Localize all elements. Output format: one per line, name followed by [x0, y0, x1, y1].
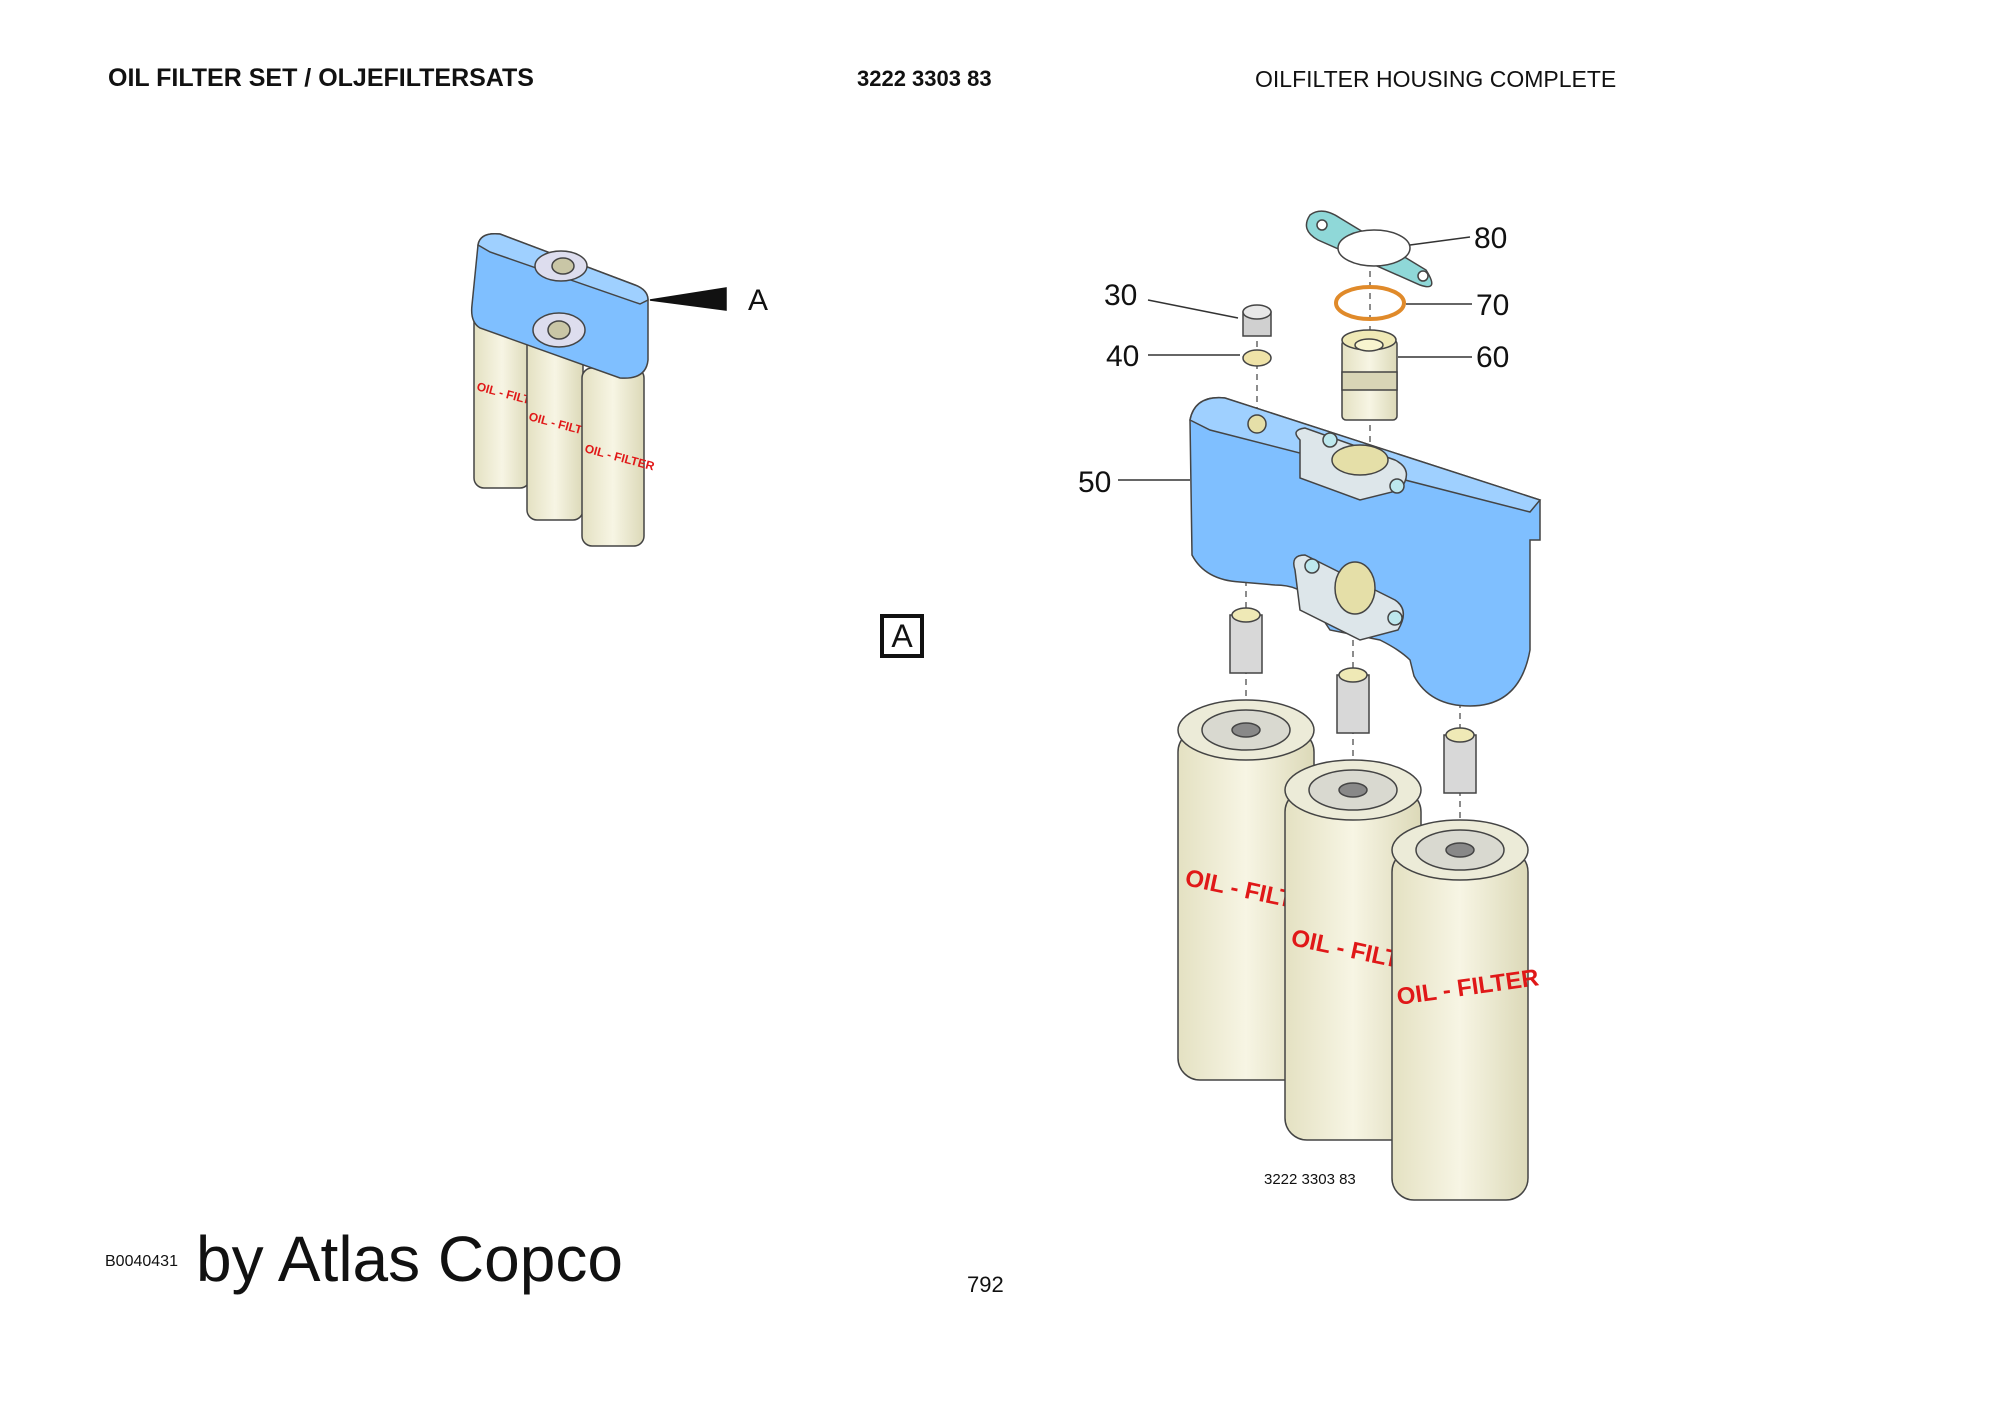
view-arrow	[649, 287, 727, 311]
callout-30: 30	[1104, 279, 1137, 312]
o-ring-70	[1334, 285, 1406, 321]
page-number: 792	[967, 1272, 1004, 1297]
callout-70: 70	[1476, 289, 1509, 322]
gasket-80	[1305, 210, 1433, 288]
callout-50: 50	[1078, 466, 1111, 499]
drawing-code: B0040431	[105, 1253, 178, 1270]
nipple	[1229, 607, 1263, 674]
callout-60: 60	[1476, 341, 1509, 374]
callout-80: 80	[1474, 222, 1507, 255]
brand-text: by Atlas Copco	[196, 1223, 623, 1295]
view-marker: A	[880, 614, 924, 658]
overview-filter-3: OIL - FILTER	[581, 367, 656, 547]
plug-30	[1242, 304, 1272, 337]
assembly-description: OILFILTER HOUSING COMPLETE	[1255, 66, 1617, 92]
valve-60	[1341, 329, 1398, 421]
nipple	[1336, 667, 1370, 734]
nipples	[1229, 607, 1477, 794]
page-title: OIL FILTER SET / OLJEFILTERSATS	[108, 64, 534, 92]
oil-filter-3: OIL - FILTER	[1391, 819, 1541, 1201]
view-label: A	[748, 284, 768, 317]
overview-housing	[470, 232, 649, 379]
drawing-part-number: 3222 3303 83	[1264, 1171, 1356, 1188]
part-number: 3222 3303 83	[857, 66, 992, 91]
housing-50	[1189, 396, 1542, 707]
overview-assembly: OIL - FILTER OIL - FILTER OIL - FILTER	[470, 232, 727, 547]
nipple	[1443, 727, 1477, 794]
callout-40: 40	[1106, 340, 1139, 373]
oil-filters: OIL - FILTER OIL - FILTER OIL - FILTER	[1177, 699, 1541, 1201]
washer-40	[1242, 349, 1272, 367]
leader-lines	[1118, 236, 1472, 481]
